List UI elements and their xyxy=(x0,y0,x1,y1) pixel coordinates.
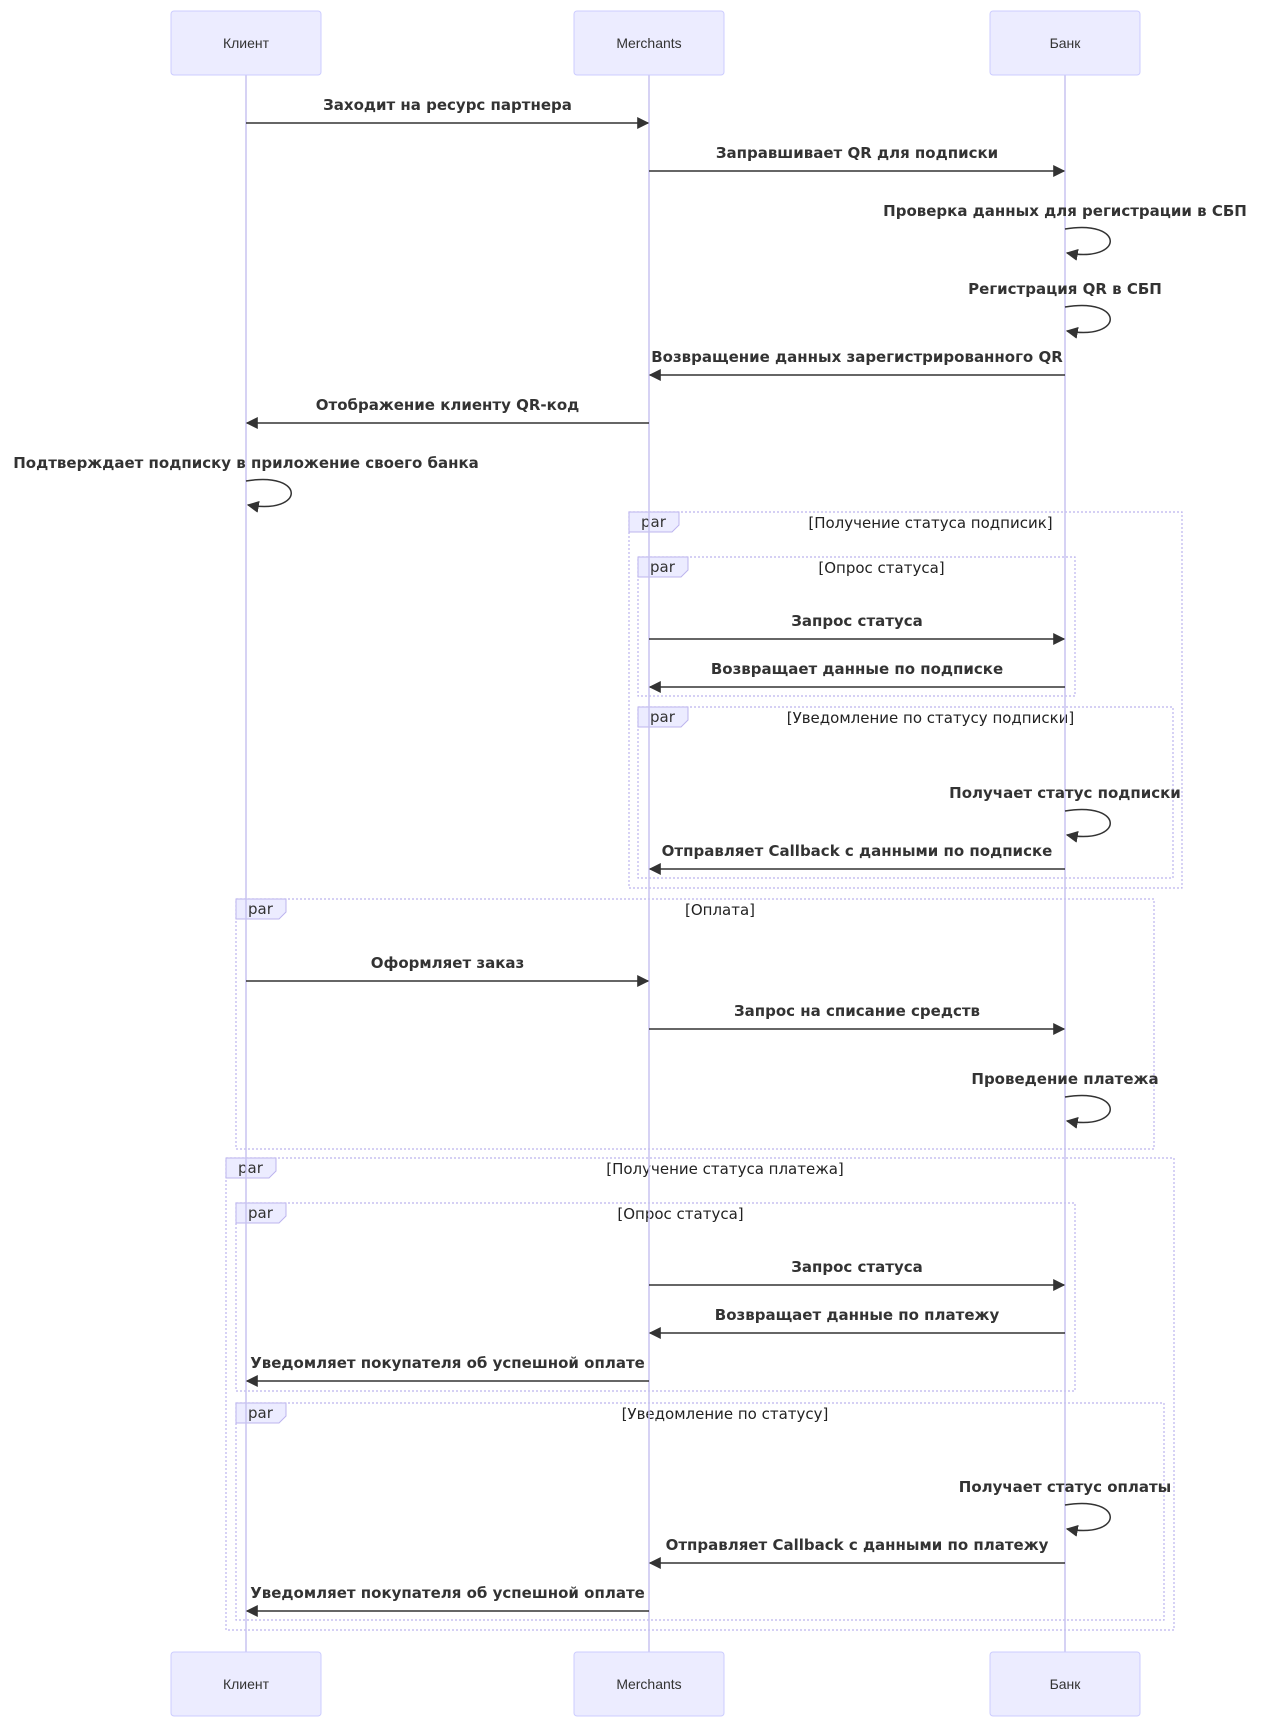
message-label: Заходит на ресурс партнера xyxy=(323,96,572,114)
message: Подтверждает подписку в приложение своег… xyxy=(13,454,479,513)
message: Возвращение данных зарегистрированного Q… xyxy=(648,348,1065,381)
participant-bank-bottom: Банк xyxy=(989,1651,1141,1717)
self-message-arrow xyxy=(1064,304,1111,339)
participant-label: Клиент xyxy=(223,1676,270,1692)
participant-client-bottom: Клиент xyxy=(170,1651,322,1717)
message: Отправляет Callback с данными по платежу xyxy=(648,1536,1065,1569)
par-frame: par [Оплата] xyxy=(235,898,1155,1150)
par-frame-tab xyxy=(235,898,287,920)
message: Проведение платежа xyxy=(971,1070,1159,1129)
participant-merchants-top: Merchants xyxy=(573,10,725,76)
par-frame-tab xyxy=(225,1157,277,1179)
par-frame-label: par xyxy=(248,900,274,918)
message: Регистрация QR в СБП xyxy=(968,280,1162,339)
message-label: Отправляет Callback с данными по платежу xyxy=(666,1536,1049,1554)
message: Заправшивает QR для подписки xyxy=(649,144,1066,177)
par-frame-label: par xyxy=(650,558,676,576)
message-label: Уведомляет покупателя об успешной оплате xyxy=(250,1584,645,1602)
message-label: Уведомляет покупателя об успешной оплате xyxy=(250,1354,645,1372)
par-frame: par [Опрос статуса] xyxy=(637,556,1076,697)
message: Запрос статуса xyxy=(649,1258,1066,1291)
message-label: Возвращение данных зарегистрированного Q… xyxy=(651,348,1063,366)
participant-merchants-bottom: Merchants xyxy=(573,1651,725,1717)
message-label: Отображение клиенту QR-код xyxy=(316,396,580,414)
message: Запрос статуса xyxy=(649,612,1066,645)
self-message-arrow xyxy=(245,478,292,513)
participant-label: Банк xyxy=(1050,35,1082,51)
message-label: Регистрация QR в СБП xyxy=(968,280,1162,298)
par-frame-tab xyxy=(628,511,680,533)
par-frame-condition: [Оплата] xyxy=(685,901,755,919)
participant-label: Merchants xyxy=(616,35,681,51)
self-message-arrow xyxy=(1064,1502,1111,1537)
message-label: Оформляет заказ xyxy=(371,954,525,972)
par-frame: par [Уведомление по статусу подписки] xyxy=(637,706,1174,879)
message: Возвращает данные по подписке xyxy=(648,660,1065,693)
message: Запрос на списание средств xyxy=(649,1002,1066,1035)
par-frame-condition: [Получение статуса платежа] xyxy=(606,1160,844,1178)
message-label: Получает статус подписки xyxy=(949,784,1181,802)
par-frame-label: par xyxy=(248,1204,274,1222)
par-frame-tab xyxy=(235,1402,287,1424)
message: Получает статус оплаты xyxy=(959,1478,1171,1537)
message: Отображение клиенту QR-код xyxy=(245,396,649,429)
par-frame-label: par xyxy=(650,708,676,726)
par-frame-label: par xyxy=(248,1404,274,1422)
message-label: Запрос статуса xyxy=(791,612,923,630)
participant-bank-top: Банк xyxy=(989,10,1141,76)
message-label: Проведение платежа xyxy=(971,1070,1158,1088)
participant-label: Банк xyxy=(1050,1676,1082,1692)
par-frame-tab xyxy=(235,1202,287,1224)
par-frame-label: par xyxy=(238,1159,264,1177)
message-label: Получает статус оплаты xyxy=(959,1478,1171,1496)
message: Проверка данных для регистрации в СБП xyxy=(883,202,1247,261)
message: Заходит на ресурс партнера xyxy=(246,96,650,129)
message: Уведомляет покупателя об успешной оплате xyxy=(245,1354,649,1387)
message-label: Проверка данных для регистрации в СБП xyxy=(883,202,1247,220)
participant-label: Клиент xyxy=(223,35,270,51)
message-label: Возвращает данные по платежу xyxy=(715,1306,1000,1324)
par-frame: par [Уведомление по статусу] xyxy=(235,1402,1165,1621)
message: Возвращает данные по платежу xyxy=(648,1306,1065,1339)
message: Отправляет Callback с данными по подписк… xyxy=(648,842,1065,875)
par-frame: par [Получение статуса платежа] xyxy=(225,1157,1175,1631)
message: Уведомляет покупателя об успешной оплате xyxy=(245,1584,649,1617)
par-frame-condition: [Получение статуса подписик] xyxy=(808,514,1052,532)
message-label: Запрос на списание средств xyxy=(734,1002,980,1020)
par-frame: par [Получение статуса подписик] xyxy=(628,511,1183,889)
par-frame-condition: [Уведомление по статусу подписки] xyxy=(787,709,1075,727)
self-message-arrow xyxy=(1064,808,1111,843)
message: Оформляет заказ xyxy=(246,954,650,987)
par-frame-condition: [Опрос статуса] xyxy=(617,1205,743,1223)
self-message-arrow xyxy=(1064,1094,1111,1129)
par-frame-condition: [Уведомление по статусу] xyxy=(622,1405,829,1423)
par-frame-condition: [Опрос статуса] xyxy=(818,559,944,577)
par-frame-label: par xyxy=(641,513,667,531)
message-label: Подтверждает подписку в приложение своег… xyxy=(13,454,479,472)
participant-label: Merchants xyxy=(616,1676,681,1692)
message-label: Возвращает данные по подписке xyxy=(711,660,1003,678)
message-label: Заправшивает QR для подписки xyxy=(716,144,998,162)
participant-client-top: Клиент xyxy=(170,10,322,76)
message-label: Запрос статуса xyxy=(791,1258,923,1276)
self-message-arrow xyxy=(1064,226,1111,261)
par-frame-tab xyxy=(637,556,689,578)
message: Получает статус подписки xyxy=(949,784,1181,843)
message-label: Отправляет Callback с данными по подписк… xyxy=(662,842,1053,860)
par-frame-tab xyxy=(637,706,689,728)
